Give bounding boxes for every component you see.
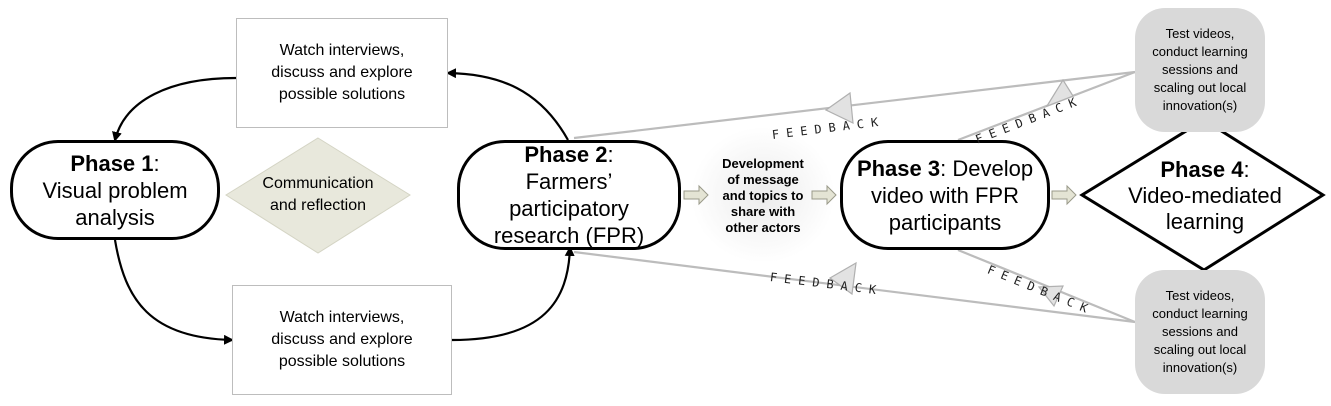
test-top-line1: Test videos,: [1165, 26, 1235, 41]
test-top-line4: scaling out local: [1153, 80, 1247, 95]
feedback-arrowhead-bottom-right: [1037, 285, 1064, 308]
phase4-line2: Video-mediated: [1128, 183, 1282, 208]
phase1-line3: analysis: [75, 204, 155, 230]
communication-label: Communication and reflection: [246, 173, 390, 217]
phase4-line3: learning: [1165, 209, 1245, 234]
phase3-suffix: : Develop: [940, 155, 1034, 181]
test-bottom-line3: sessions and: [1162, 324, 1238, 339]
flow-arrow-phase2-to-development: [683, 184, 709, 206]
flow-arrow-development-to-phase3: [811, 184, 837, 206]
feedback-arrowhead-top-left: [824, 91, 854, 125]
phase2-line3: participatory: [509, 196, 629, 221]
watch-bottom-line1: Watch interviews,: [279, 309, 405, 326]
feedback-line-top: [573, 70, 1136, 140]
communication-diamond: [225, 137, 411, 254]
phase2-node: Phase 2: Farmers’ participatory research…: [457, 140, 681, 250]
development-line4: share with: [730, 204, 796, 219]
development-line3: and topics to: [722, 188, 804, 203]
phase3-line2: video with FPR: [871, 182, 1019, 208]
development-line2: of message: [727, 172, 799, 187]
test-bottom-line4: scaling out local: [1153, 342, 1247, 357]
phase2-line2: Farmers’: [525, 169, 613, 194]
development-glow: [691, 127, 835, 263]
development-line1: Development: [722, 156, 804, 171]
test-bottom-line2: conduct learning: [1152, 306, 1248, 321]
watch-box-top: Watch interviews, discuss and explore po…: [236, 18, 448, 128]
test-bottom-line1: Test videos,: [1165, 288, 1235, 303]
test-top-line3: sessions and: [1162, 62, 1238, 77]
phase2-title: Phase 2: [524, 142, 608, 167]
watch-top-line3: possible solutions: [278, 86, 406, 103]
phase3-title: Phase 3: [856, 155, 941, 181]
arrow-watch-top-to-phase1: [112, 76, 237, 142]
flow-arrow-phase3-to-phase4: [1051, 184, 1077, 206]
development-line5: other actors: [725, 220, 801, 235]
arrow-watch-bottom-to-phase2: [451, 246, 575, 342]
test-box-top: Test videos, conduct learning sessions a…: [1135, 8, 1265, 132]
test-box-bottom: Test videos, conduct learning sessions a…: [1135, 270, 1265, 394]
feedback-line-phase3-bottom: [957, 248, 1136, 324]
watch-bottom-line3: possible solutions: [278, 353, 406, 370]
arrow-phase1-to-watch-bottom: [113, 239, 234, 345]
watch-top-line1: Watch interviews,: [279, 42, 405, 59]
test-bottom-line5: innovation(s): [1162, 360, 1238, 375]
watch-top-line2: discuss and explore: [271, 64, 413, 81]
phase2-line4: research (FPR): [493, 223, 645, 248]
arrow-phase2-to-watch-top: [446, 68, 569, 141]
phase4-label: Phase 4: Video-mediated learning: [1117, 157, 1293, 235]
phase2-suffix: :: [607, 142, 614, 167]
phase1-title: Phase 1: [70, 150, 154, 176]
feedback-arrowhead-bottom-left: [828, 261, 857, 296]
communication-line1: Communication: [262, 175, 374, 192]
phase1-suffix: :: [153, 150, 160, 176]
development-label: Development of message and topics to sha…: [703, 156, 823, 236]
watch-bottom-line2: discuss and explore: [271, 331, 413, 348]
phase4-title: Phase 4: [1160, 157, 1244, 182]
feedback-arrowhead-top-right: [1045, 78, 1074, 108]
phase3-line3: participants: [888, 209, 1002, 235]
feedback-line-bottom: [573, 250, 1136, 324]
phase1-node: Phase 1: Visual problem analysis: [10, 140, 220, 240]
watch-box-bottom: Watch interviews, discuss and explore po…: [232, 285, 452, 395]
communication-line2: and reflection: [269, 197, 367, 214]
phase1-line2: Visual problem: [42, 177, 188, 203]
test-top-line2: conduct learning: [1152, 44, 1248, 59]
phase4-suffix: :: [1243, 157, 1250, 182]
test-top-line5: innovation(s): [1162, 98, 1238, 113]
phase3-node: Phase 3: Develop video with FPR particip…: [840, 140, 1050, 250]
